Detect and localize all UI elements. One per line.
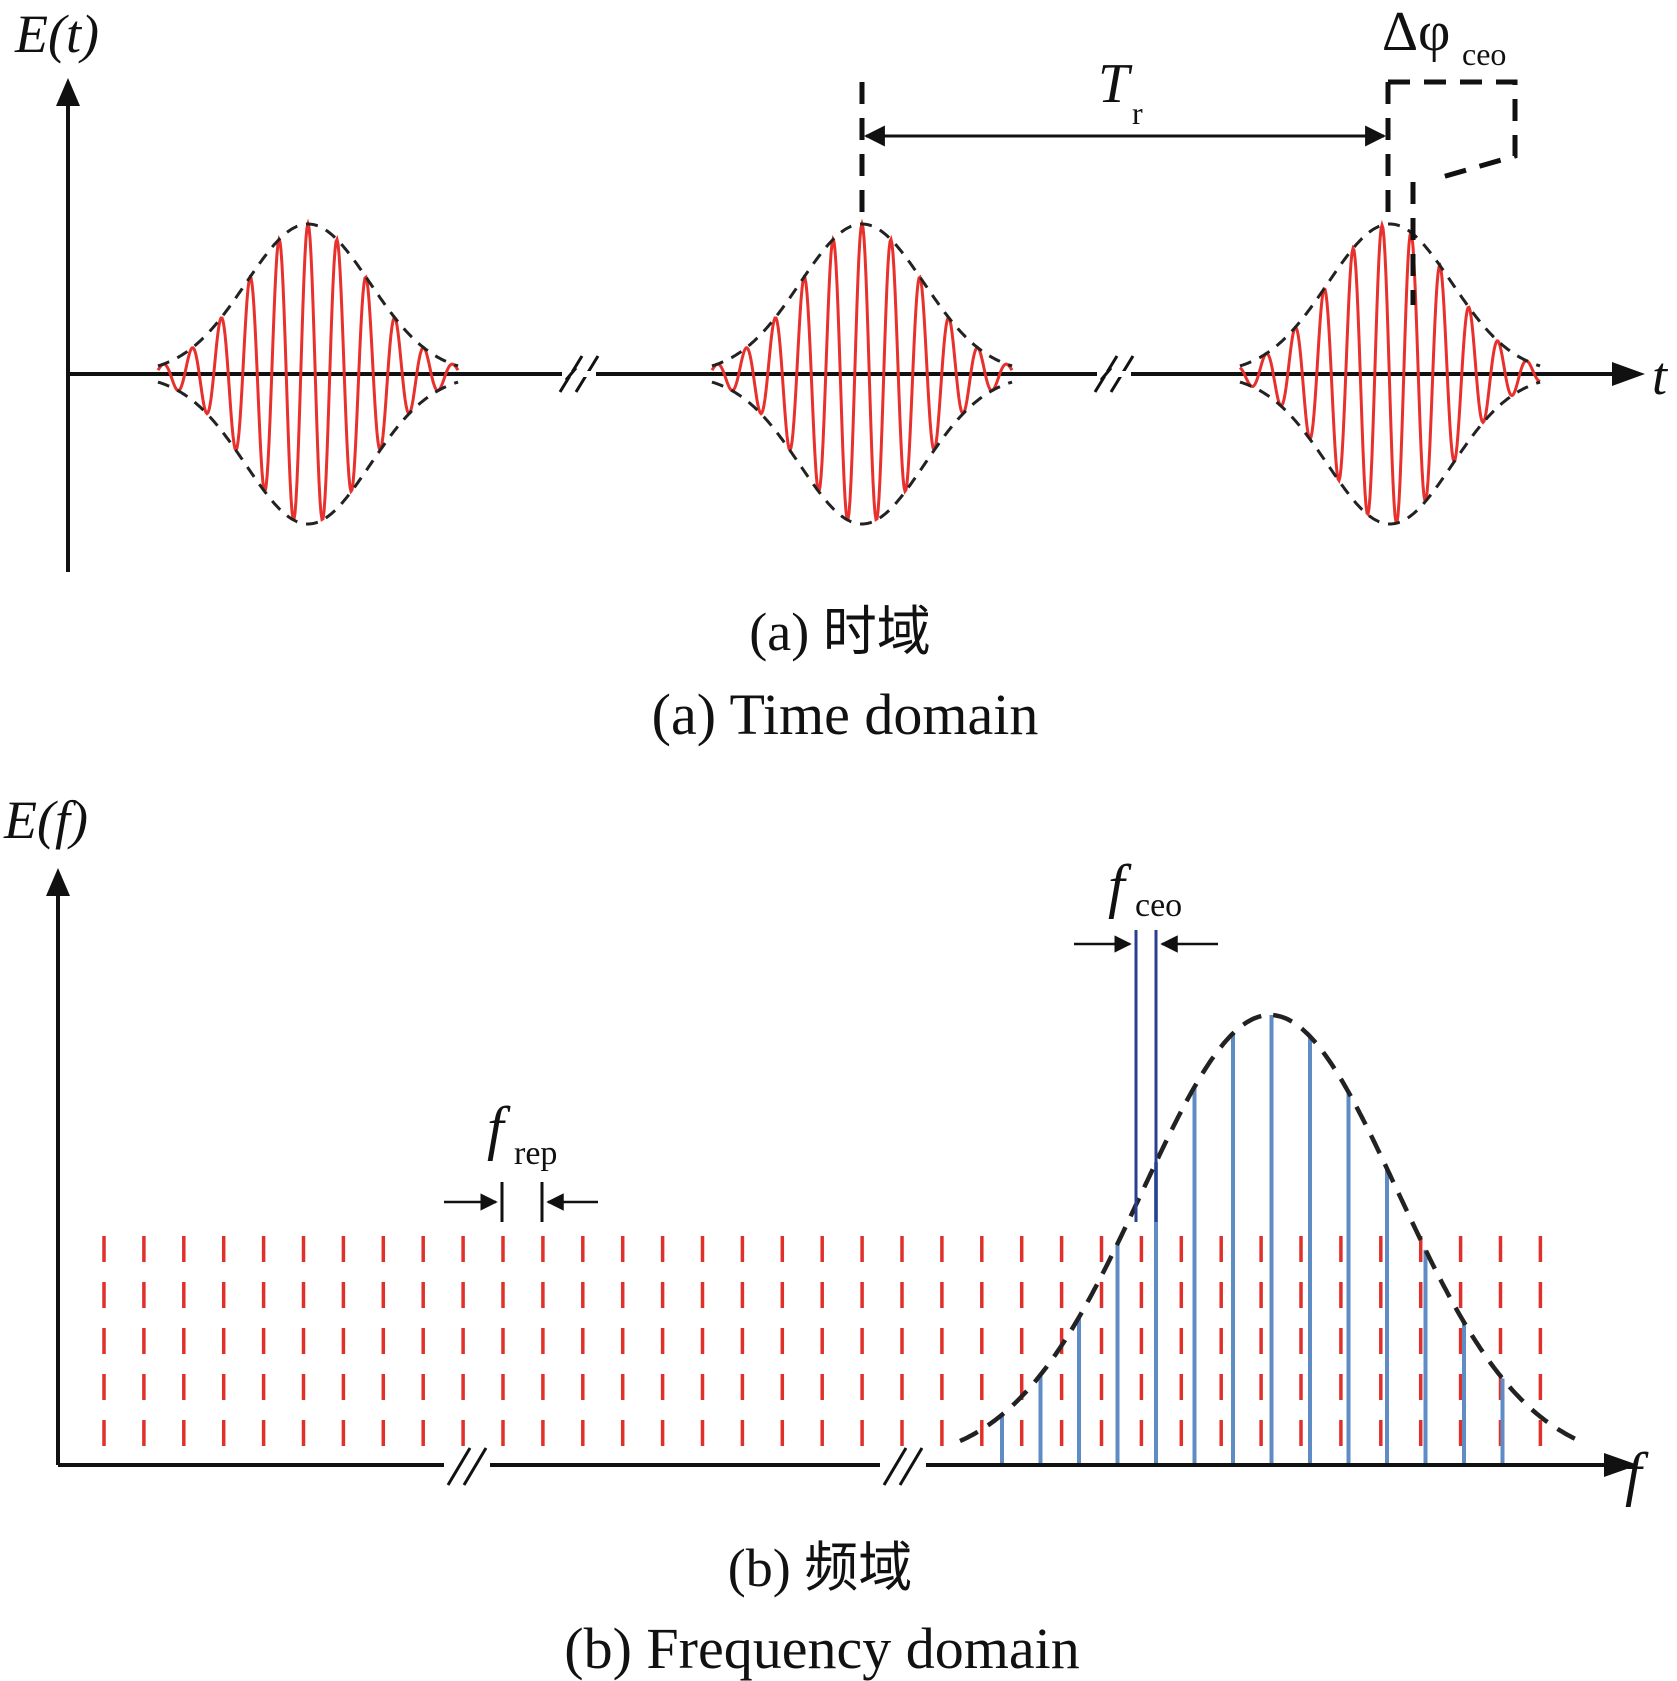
spectral-envelope: [959, 1012, 1583, 1444]
pulse-3: [1238, 219, 1541, 526]
freq-domain-caption-cn: (b) 频域: [728, 1538, 912, 1598]
period-label: T: [1098, 53, 1133, 115]
pulse-carrier-wave: [156, 218, 460, 522]
pulse-envelope-upper: [1239, 222, 1541, 368]
frep-label: f: [487, 1095, 511, 1161]
time-domain-caption-cn: (a) 时域: [749, 602, 930, 662]
freq-axis-break-2: [880, 1447, 926, 1486]
time-x-axis-label: t: [1652, 346, 1669, 406]
pulse-envelope-lower: [711, 380, 1013, 526]
red-comb-lines: [102, 1236, 1543, 1462]
freq-y-axis-label: E(f): [3, 790, 88, 850]
freq-domain-caption-en: (b) Frequency domain: [564, 1616, 1079, 1681]
pulse-envelope-lower: [1239, 380, 1541, 526]
time-y-axis-label: E(t): [14, 4, 99, 64]
pulse-envelope-upper: [711, 222, 1013, 368]
time-y-axis-arrow-icon: [56, 78, 80, 106]
phase-offset-bracket: [1388, 79, 1518, 183]
time-x-axis-arrow-icon: [1612, 362, 1645, 386]
pulse-envelope-upper: [157, 222, 459, 368]
fceo-label-subscript: ceo: [1135, 887, 1182, 924]
phase-offset-label: Δφ: [1382, 1, 1450, 63]
pulse-carrier-wave: [1238, 219, 1541, 524]
fceo-label: f: [1108, 853, 1132, 919]
pulse-train: [156, 218, 1541, 526]
pulse-envelope-lower: [157, 380, 459, 526]
time-axis-break-2: [1093, 355, 1135, 393]
time-axis-break-1: [558, 355, 600, 393]
frep-label-subscript: rep: [514, 1135, 557, 1172]
pulse-carrier-wave: [710, 218, 1014, 522]
freq-x-axis-arrow-icon: [1604, 1453, 1638, 1477]
freq-y-axis-arrow-icon: [46, 868, 70, 896]
freq-axis-break-1: [444, 1447, 490, 1486]
blue-comb-lines: [1000, 1015, 1505, 1463]
pulse-2: [710, 218, 1014, 526]
time-domain-caption-en: (a) Time domain: [652, 682, 1039, 747]
frequency-domain-panel: f ceo f rep E(f) f (b) 频域 (b) Frequency …: [3, 790, 1649, 1681]
time-domain-panel: T r Δφ ceo E(t) t (a) 时域 (a) Time domain: [14, 1, 1669, 747]
freq-x-axis-label: f: [1625, 1441, 1649, 1507]
phase-offset-label-subscript: ceo: [1462, 36, 1506, 72]
period-label-subscript: r: [1132, 95, 1143, 131]
pulse-1: [156, 218, 460, 526]
